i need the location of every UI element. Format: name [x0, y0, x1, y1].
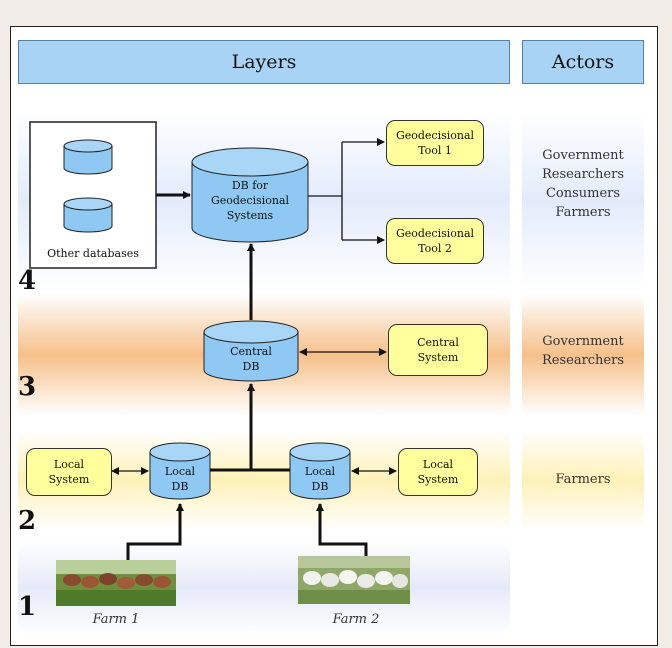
actor-government-3: Government — [542, 334, 624, 349]
local-db-1-line-2: DB — [171, 480, 189, 493]
local-db-1-label: Local DB — [150, 464, 210, 494]
central-db-line-1: Central — [230, 345, 272, 358]
geodecisional-tool-2: Geodecisional Tool 2 — [386, 218, 484, 264]
farm-1-label: Farm 1 — [92, 612, 140, 627]
farm-2-photo — [298, 556, 410, 604]
local-db-2-line-2: DB — [311, 480, 329, 493]
actor-farmers-4: Farmers — [555, 205, 611, 220]
other-db-cylinder-1 — [63, 139, 113, 175]
actors-layer-3: Government Researchers — [522, 332, 644, 370]
local-system-1-line-2: System — [48, 473, 90, 486]
layer-number-3: 3 — [18, 372, 37, 402]
layer-number-2: 2 — [18, 506, 37, 536]
central-system-box: Central System — [388, 324, 488, 376]
actor-consumers-4: Consumers — [545, 186, 621, 201]
tool-2-line-1: Geodecisional — [395, 227, 475, 240]
tool-2-line-2: Tool 2 — [418, 242, 452, 255]
actors-layer-4: Government Researchers Consumers Farmers — [522, 146, 644, 222]
db-geo-line-2: Geodecisional — [210, 194, 290, 207]
central-db-line-2: DB — [242, 360, 260, 373]
farm-2-label: Farm 2 — [332, 612, 380, 627]
other-databases-label: Other databases — [47, 247, 139, 260]
local-db-1-line-1: Local — [164, 465, 196, 478]
actor-researchers-4: Researchers — [541, 167, 625, 182]
db-geodecisional-cylinder — [191, 147, 309, 243]
arrow-farm1-to-localdb1 — [126, 503, 184, 560]
other-db-cylinder-2 — [63, 197, 113, 233]
tool-1-line-1: Geodecisional — [395, 129, 475, 142]
actor-farmers-2: Farmers — [555, 472, 611, 487]
actor-researchers-3: Researchers — [541, 353, 625, 368]
actors-3-band — [522, 294, 644, 416]
local-system-1-line-1: Local — [53, 458, 85, 471]
local-system-2-line-2: System — [417, 473, 459, 486]
actors-header: Actors — [522, 40, 644, 84]
layers-header: Layers — [18, 40, 510, 84]
local-db-2-line-1: Local — [304, 465, 336, 478]
central-db-label: Central DB — [204, 344, 298, 374]
local-system-2-line-1: Local — [422, 458, 454, 471]
central-system-line-2: System — [417, 351, 459, 364]
local-system-2-box: Local System — [398, 448, 478, 496]
actors-layer-2: Farmers — [522, 470, 644, 489]
db-geo-line-3: Systems — [226, 209, 274, 222]
geodecisional-tool-1: Geodecisional Tool 1 — [386, 120, 484, 166]
farm-1-photo — [56, 560, 176, 606]
actors-4-band — [522, 110, 644, 290]
actors-2-band — [522, 430, 644, 530]
tool-1-line-2: Tool 1 — [418, 144, 452, 157]
local-db-1-cylinder — [149, 442, 211, 500]
db-geodecisional-label: DB for Geodecisional Systems — [192, 178, 308, 223]
local-db-2-cylinder — [289, 442, 351, 500]
local-system-1-box: Local System — [26, 448, 112, 496]
arrow-farm2-to-localdb2 — [316, 503, 368, 556]
db-geo-line-1: DB for — [231, 179, 269, 192]
layer-number-4: 4 — [18, 266, 37, 296]
local-db-2-label: Local DB — [290, 464, 350, 494]
central-system-line-1: Central — [417, 336, 459, 349]
layer-number-1: 1 — [18, 592, 37, 622]
actor-government-4: Government — [542, 148, 624, 163]
central-db-cylinder — [203, 320, 299, 382]
